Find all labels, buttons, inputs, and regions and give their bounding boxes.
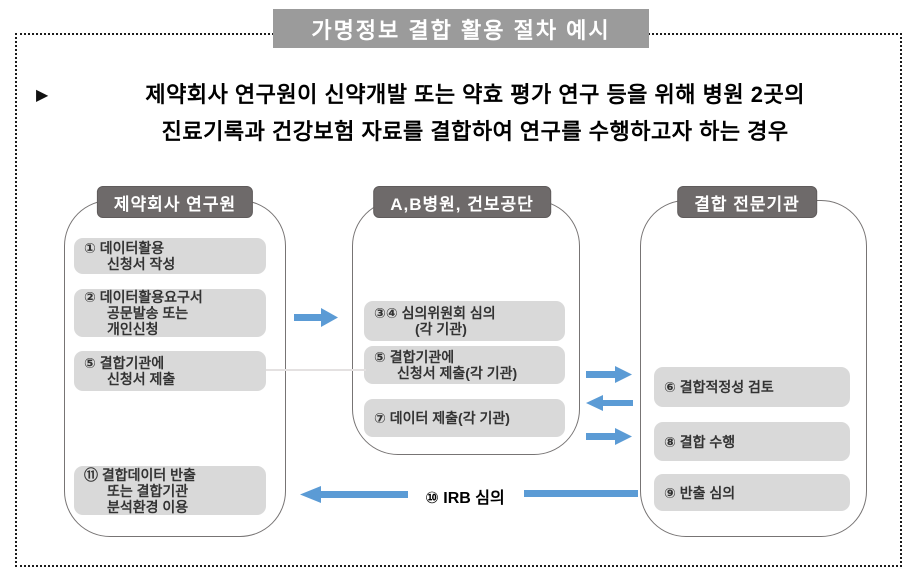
- irb-arrow-tail-bar: [524, 490, 638, 497]
- connector-line-step5: [266, 369, 366, 371]
- headline-text: 제약회사 연구원이 신약개발 또는 약효 평가 연구 등을 위해 병원 2곳의 …: [145, 82, 805, 144]
- bullet-triangle-icon: ▶: [36, 87, 49, 104]
- step-box-1-apply-write: ① 데이터활용 신청서 작성: [74, 238, 266, 274]
- step-box-8-perform-combine: ⑧ 결합 수행: [654, 422, 850, 461]
- step-box-2-request-send: ② 데이터활용요구서 공문발송 또는 개인신청: [74, 289, 266, 337]
- irb-review-label: ⑩ IRB 심의: [425, 490, 505, 507]
- step-box-11-export-use: ⑪ 결합데이터 반출 또는 결합기관 분석환경 이용: [74, 466, 266, 515]
- step-box-3-4-committee-review: ③④ 심의위원회 심의 (각 기관): [364, 301, 565, 341]
- step-box-7-data-submit: ⑦ 데이터 제출(각 기관): [364, 399, 565, 437]
- step-box-5-submit-left: ⑤ 결합기관에 신청서 제출: [74, 351, 266, 391]
- headline: ▶ 제약회사 연구원이 신약개발 또는 약효 평가 연구 등을 위해 병원 2곳…: [36, 76, 892, 150]
- diagram-title: 가명정보 결합 활용 절차 예시: [273, 9, 649, 48]
- column-header-agency: 결합 전문기관: [677, 186, 817, 218]
- irb-arrow-left-icon: [300, 486, 408, 503]
- arrow-right-icon: [586, 427, 633, 446]
- column-header-pharma: 제약회사 연구원: [96, 186, 254, 218]
- column-header-hospitals: A,B병원, 건보공단: [373, 186, 551, 218]
- step-box-9-export-review: ⑨ 반출 심의: [654, 474, 850, 511]
- arrow-right-icon: [586, 365, 633, 384]
- arrow-right-icon: [294, 307, 339, 328]
- arrow-left-icon: [585, 394, 633, 412]
- step-box-5-submit-mid: ⑤ 결합기관에 신청서 제출(각 기관): [364, 346, 565, 384]
- step-box-6-adequacy-review: ⑥ 결합적정성 검토: [654, 367, 850, 407]
